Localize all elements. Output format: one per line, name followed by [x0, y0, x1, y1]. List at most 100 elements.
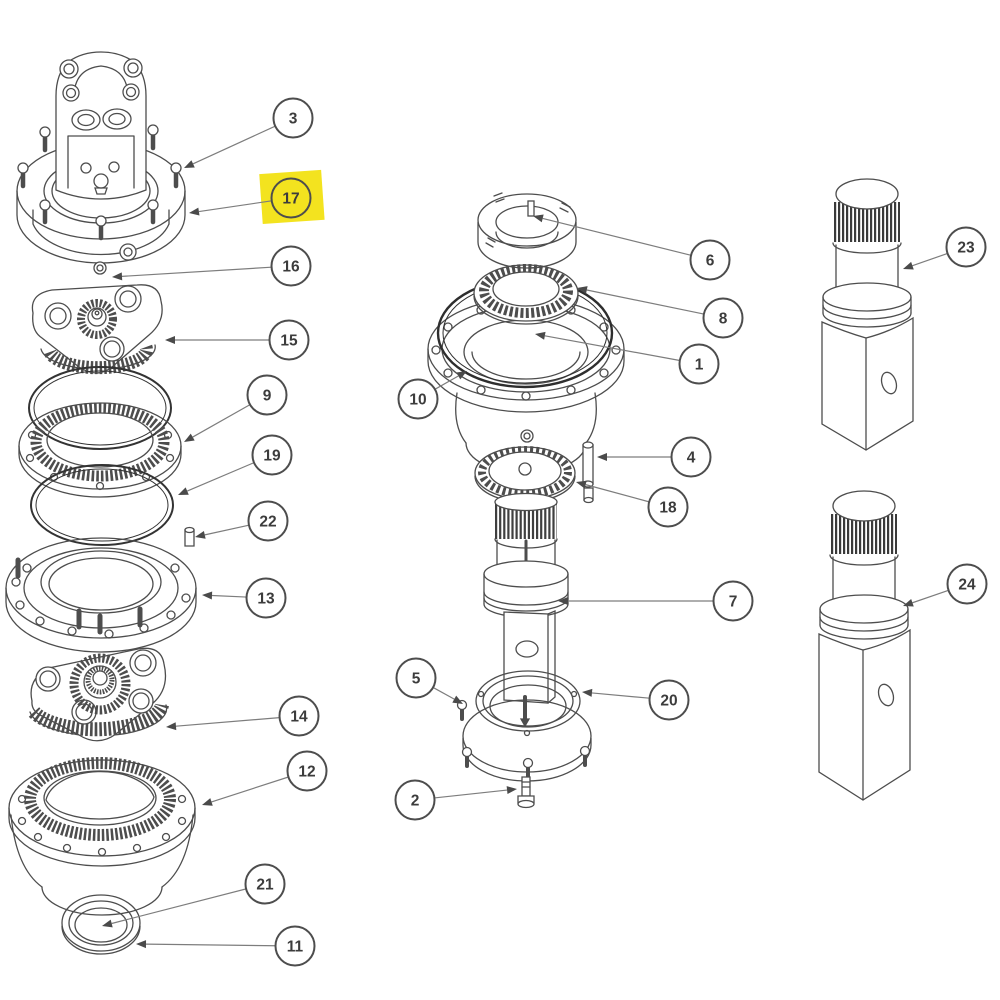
- leader-arrowhead: [533, 214, 544, 223]
- leader-arrowhead: [189, 207, 200, 216]
- leader-line: [585, 484, 650, 503]
- part-ring-gear-housing: [8, 757, 196, 916]
- leader-arrowhead: [558, 597, 568, 605]
- leader-line: [591, 692, 650, 699]
- callout-10: 10: [397, 371, 467, 420]
- callout-balloon: [268, 319, 310, 361]
- leader-line: [121, 266, 272, 277]
- callout-number: 1: [695, 357, 704, 374]
- leader-arrowhead: [166, 722, 177, 731]
- callout-18: 18: [576, 480, 689, 528]
- callout-6: 6: [533, 214, 731, 281]
- retainer-bolts: [456, 699, 591, 779]
- callout-number: 10: [409, 392, 426, 409]
- leader-arrowhead: [136, 940, 147, 949]
- leader-line: [198, 200, 272, 213]
- callout-balloon: [286, 750, 328, 792]
- flange-studs: [17, 124, 182, 241]
- leader-line: [586, 289, 705, 315]
- leader-arrowhead: [184, 433, 195, 442]
- callout-balloon: [397, 378, 439, 420]
- leader-arrowhead: [506, 786, 517, 795]
- callout-9: 9: [184, 374, 288, 442]
- callout-balloon: [670, 436, 712, 478]
- leader-line: [542, 217, 692, 256]
- callout-balloon: [678, 343, 720, 385]
- callout-balloon: [244, 863, 286, 905]
- callout-number: 19: [263, 448, 281, 465]
- leader-line: [912, 252, 948, 267]
- callout-number: 2: [411, 793, 420, 810]
- callout-7: 7: [558, 580, 754, 622]
- part-output-shaft-upper: [821, 316, 914, 451]
- callout-number: 18: [659, 500, 677, 517]
- callout-12: 12: [202, 750, 328, 806]
- callout-21: 21: [102, 863, 286, 928]
- callout-number: 17: [282, 191, 299, 208]
- leader-line: [192, 404, 251, 438]
- callout-number: 7: [729, 594, 738, 611]
- part-bolt: [517, 776, 535, 809]
- part-seal-rings: [61, 894, 141, 955]
- leader-arrowhead: [577, 286, 588, 294]
- leader-line: [434, 789, 508, 799]
- callout-2: 2: [394, 779, 517, 821]
- callout-1: 1: [535, 331, 720, 385]
- callout-balloon: [946, 563, 988, 605]
- callout-balloon: [702, 297, 744, 339]
- callout-number: 13: [257, 591, 275, 608]
- callout-number: 22: [259, 514, 276, 531]
- callout-number: 11: [287, 939, 304, 956]
- callout-balloon: [270, 245, 312, 287]
- callout-number: 8: [719, 311, 728, 328]
- part-o-ring-upper: [28, 366, 172, 450]
- callout-15: 15: [165, 319, 310, 361]
- leader-arrowhead: [903, 598, 914, 607]
- leader-line: [192, 125, 276, 165]
- callout-24: 24: [903, 563, 988, 607]
- callout-20: 20: [582, 679, 690, 721]
- leader-arrowhead: [165, 336, 175, 344]
- leader-arrowhead: [535, 331, 546, 340]
- callout-balloon: [712, 580, 754, 622]
- callout-balloon: [246, 374, 288, 416]
- callout-balloon: [251, 434, 293, 476]
- leader-arrowhead: [456, 371, 467, 380]
- callout-balloon: [395, 657, 437, 699]
- leader-arrowhead: [202, 798, 213, 806]
- callout-23: 23: [903, 226, 987, 270]
- part-output-shaft-lower: [818, 628, 911, 801]
- shaft-upper-section: [822, 178, 912, 328]
- callout-balloon: [247, 500, 289, 542]
- callout-number: 15: [280, 333, 298, 350]
- leader-line: [432, 686, 455, 700]
- leader-arrowhead: [452, 695, 463, 704]
- leader-arrowhead: [576, 480, 587, 489]
- callout-13: 13: [202, 577, 287, 619]
- callout-balloon: [648, 679, 690, 721]
- callout-number: 20: [660, 693, 677, 710]
- callout-balloon: [394, 779, 436, 821]
- callout-number: 16: [282, 259, 300, 276]
- callout-3: 3: [184, 97, 314, 168]
- callout-22: 22: [195, 500, 289, 542]
- leader-arrowhead: [184, 160, 195, 168]
- callout-17: 17: [189, 169, 325, 225]
- leader-line: [145, 943, 276, 947]
- callout-number: 9: [263, 388, 272, 405]
- leader-line: [111, 888, 247, 925]
- dowel-pins: [15, 557, 143, 635]
- part-bearing: [473, 264, 579, 325]
- callout-balloon: [274, 925, 316, 967]
- leader-line: [175, 717, 280, 727]
- callout-number: 23: [957, 240, 975, 257]
- part-planet-carrier-upper: [31, 284, 163, 375]
- callout-number: 3: [289, 111, 298, 128]
- callout-number: 5: [412, 671, 421, 688]
- callout-5: 5: [395, 657, 463, 704]
- callout-11: 11: [136, 925, 316, 967]
- callout-balloon: [272, 97, 314, 139]
